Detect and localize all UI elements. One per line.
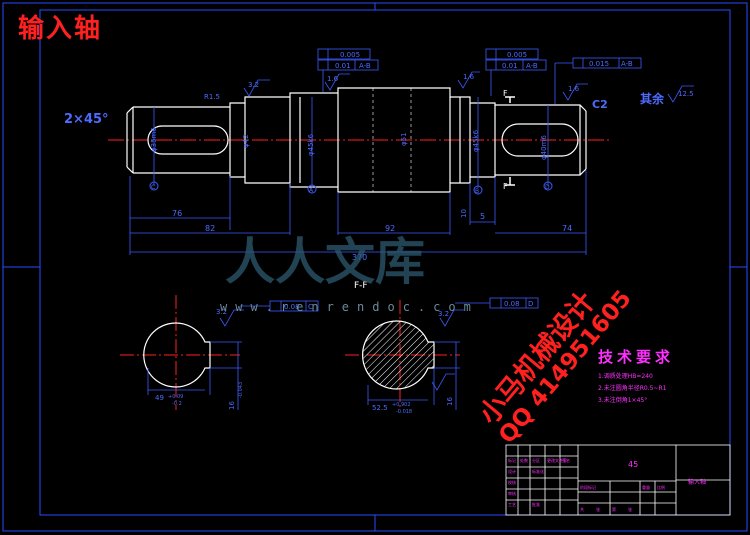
section-left (120, 295, 244, 410)
tech-line-2: 2.未注圆角半径R0.5~R1 (598, 385, 667, 392)
watermark-url: www.renrendoc.com (220, 300, 479, 314)
svg-text:共: 共 (580, 506, 584, 512)
section-ff-title: F-F (354, 281, 368, 291)
ra-32c: 3.2 (438, 310, 449, 318)
tol-0005a: 0.005 (340, 51, 360, 59)
roughness-symbols (243, 71, 694, 103)
svg-text:批准: 批准 (532, 501, 540, 507)
tol-ab-c: A-B (621, 60, 633, 68)
ra-32a: 3.2 (248, 81, 259, 89)
sec-right-width-tol: +0.902 (392, 402, 411, 408)
annotation-texts: 2×45° C2 其余 12.5 3.2 1.6 1.6 1.6 3.2 3.2… (64, 51, 706, 486)
dim-82: 82 (205, 224, 215, 233)
tol-ab-b: A-B (526, 62, 538, 70)
tech-line-1: 1.调质处理HB=240 (598, 373, 653, 380)
sec-right-width-tol2: -0.018 (396, 409, 412, 415)
svg-text:签名: 签名 (562, 457, 570, 463)
sec-left-width: 49 (155, 394, 164, 402)
svg-text:标记: 标记 (508, 457, 516, 463)
material-label: 45 (628, 460, 638, 469)
tol-0015: 0.015 (589, 60, 609, 68)
svg-text:重量: 重量 (642, 484, 650, 490)
svg-text:审核: 审核 (508, 490, 516, 496)
ra-16b: 1.6 (463, 73, 475, 81)
svg-text:工艺: 工艺 (508, 502, 516, 507)
svg-text:分区: 分区 (532, 457, 540, 463)
tol-0005b: 0.005 (507, 51, 527, 59)
tol-d-b: D (528, 300, 533, 308)
svg-text:阶段标记: 阶段标记 (580, 484, 596, 490)
svg-text:φ45k6: φ45k6 (307, 133, 315, 156)
sec-right-keyw: 16 (446, 397, 454, 406)
svg-text:处数: 处数 (520, 457, 528, 463)
sec-right-width: 52.5 (372, 404, 388, 412)
section-marks (505, 96, 515, 186)
tol-001b: 0.01 (502, 62, 518, 70)
sec-left-width-tol2: -0.2 (172, 401, 182, 407)
sec-left-width-tol: +0.09 (168, 394, 183, 400)
title-block-cells: 标记处数分区 更改文件号签名 设计 标准化 校核审核工艺 批准 阶段标记 重量 比例 共 张… (508, 457, 665, 512)
gdt-frames (240, 48, 642, 312)
chamfer-label: 2×45° (64, 112, 109, 127)
chamfer-c2-label: C2 (592, 98, 608, 111)
ra-32b: 3.2 (216, 308, 227, 316)
tol-008b: 0.08 (504, 300, 520, 308)
dim-5: 5 (480, 212, 485, 221)
fillet-r15: R1.5 (204, 93, 220, 101)
tol-ab-a: A-B (359, 62, 371, 70)
qiyu-label: 其余 (640, 91, 665, 106)
tol-001a: 0.01 (335, 62, 351, 70)
svg-text:φ45k6: φ45k6 (472, 129, 480, 152)
ra-16a: 1.6 (327, 75, 339, 83)
dim-74: 74 (562, 224, 572, 233)
drawing-title: 输入轴 (18, 14, 103, 44)
sec-left-keyw-tol: -0.043 (238, 382, 244, 398)
svg-text:张: 张 (596, 506, 600, 512)
svg-text:设计: 设计 (508, 468, 516, 474)
svg-text:φ51: φ51 (400, 132, 408, 146)
svg-text:比例: 比例 (657, 484, 665, 490)
keyway-left (147, 125, 229, 155)
svg-text:第: 第 (612, 506, 616, 512)
ra-16c: 1.6 (568, 85, 580, 93)
svg-text:φ40m6: φ40m6 (540, 135, 548, 160)
keyway-right (501, 123, 579, 157)
tol-c-a: C (308, 303, 313, 311)
dim-370: 370 (352, 253, 367, 262)
datum-c: C (151, 184, 155, 191)
tech-requirements-title: 技术要求 (598, 348, 675, 366)
tol-008a: 0.08 (284, 303, 300, 311)
datum-circles (149, 181, 553, 195)
svg-text:更改文件号: 更改文件号 (547, 457, 567, 463)
svg-text:张: 张 (628, 506, 632, 512)
watermark-logo-text: 人人文库 (225, 233, 425, 291)
shaft-outline (126, 87, 587, 193)
dim-10: 10 (460, 209, 468, 218)
svg-text:标准化: 标准化 (532, 468, 544, 474)
title-block (505, 444, 731, 516)
datum-b: B (475, 188, 479, 195)
tech-line-3: 3.未注倒角1×45° (598, 397, 648, 404)
svg-text:校核: 校核 (508, 479, 516, 485)
qiyu-ra: 12.5 (678, 90, 694, 98)
datum-a: A (309, 187, 314, 194)
dim-76: 76 (172, 209, 182, 218)
dim-leaders (129, 97, 587, 255)
sec-left-keyw: 16 (228, 401, 236, 410)
section-f-bottom: F (503, 182, 508, 191)
dim-92: 92 (385, 224, 395, 233)
section-right (345, 300, 464, 410)
svg-text:φ42: φ42 (242, 134, 250, 148)
shaft-diameter-dims: φ35m6 φ42 φ45k6 φ51 φ45k6 φ40m6 (150, 127, 548, 160)
section-f-top: F (503, 89, 508, 98)
inner-frame (39, 9, 731, 516)
part-name-label: 输入轴 (688, 478, 706, 486)
datum-d: D (545, 184, 550, 191)
